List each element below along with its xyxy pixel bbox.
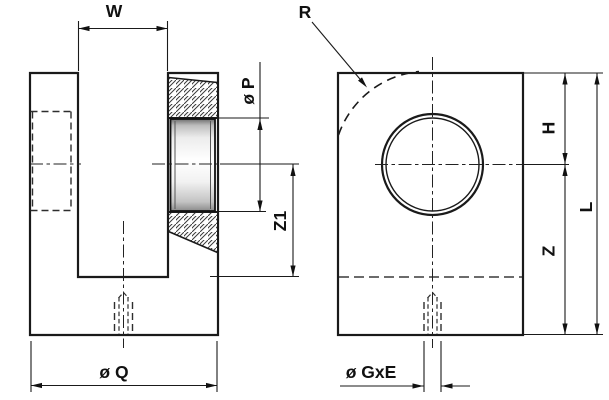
hidden-bore-left-wall [30,110,72,212]
dim-label-z1: Z1 [270,211,290,232]
dim-label-l: L [576,201,596,212]
thread-hole-hidden-front [113,221,134,348]
section-break-bottom [168,230,218,254]
dim-label-q: ø Q [99,362,128,382]
dim-label-p: ø P [238,77,258,105]
dimension-w: W [77,1,169,71]
dim-label-w: W [106,1,123,21]
dim-label-r: R [299,2,312,22]
corner-radius-arc [337,70,420,136]
dim-label-h: H [539,122,559,135]
section-hatch-lower [169,213,217,252]
dim-label-z: Z [539,245,559,256]
side-view: R H Z L [299,2,603,392]
dimension-gxe: ø GxE [340,341,470,392]
dimension-z1: Z1 [210,163,299,278]
section-hatch-upper [169,78,217,117]
dim-label-gxe: ø GxE [346,362,397,382]
dimension-q: ø Q [30,341,218,392]
bearing-bushing [169,118,216,212]
side-view-body [336,71,525,337]
front-view: W ø P Z1 ø Q [28,1,299,392]
dimension-h: H [523,72,603,166]
dimension-r: R [299,2,367,88]
front-view-body [28,71,220,337]
section-break-top [168,76,218,84]
dimension-l: L [576,73,600,335]
dimension-z: Z [524,165,603,336]
thread-hole-hidden-side [423,291,442,334]
dimension-p: ø P [219,62,269,213]
